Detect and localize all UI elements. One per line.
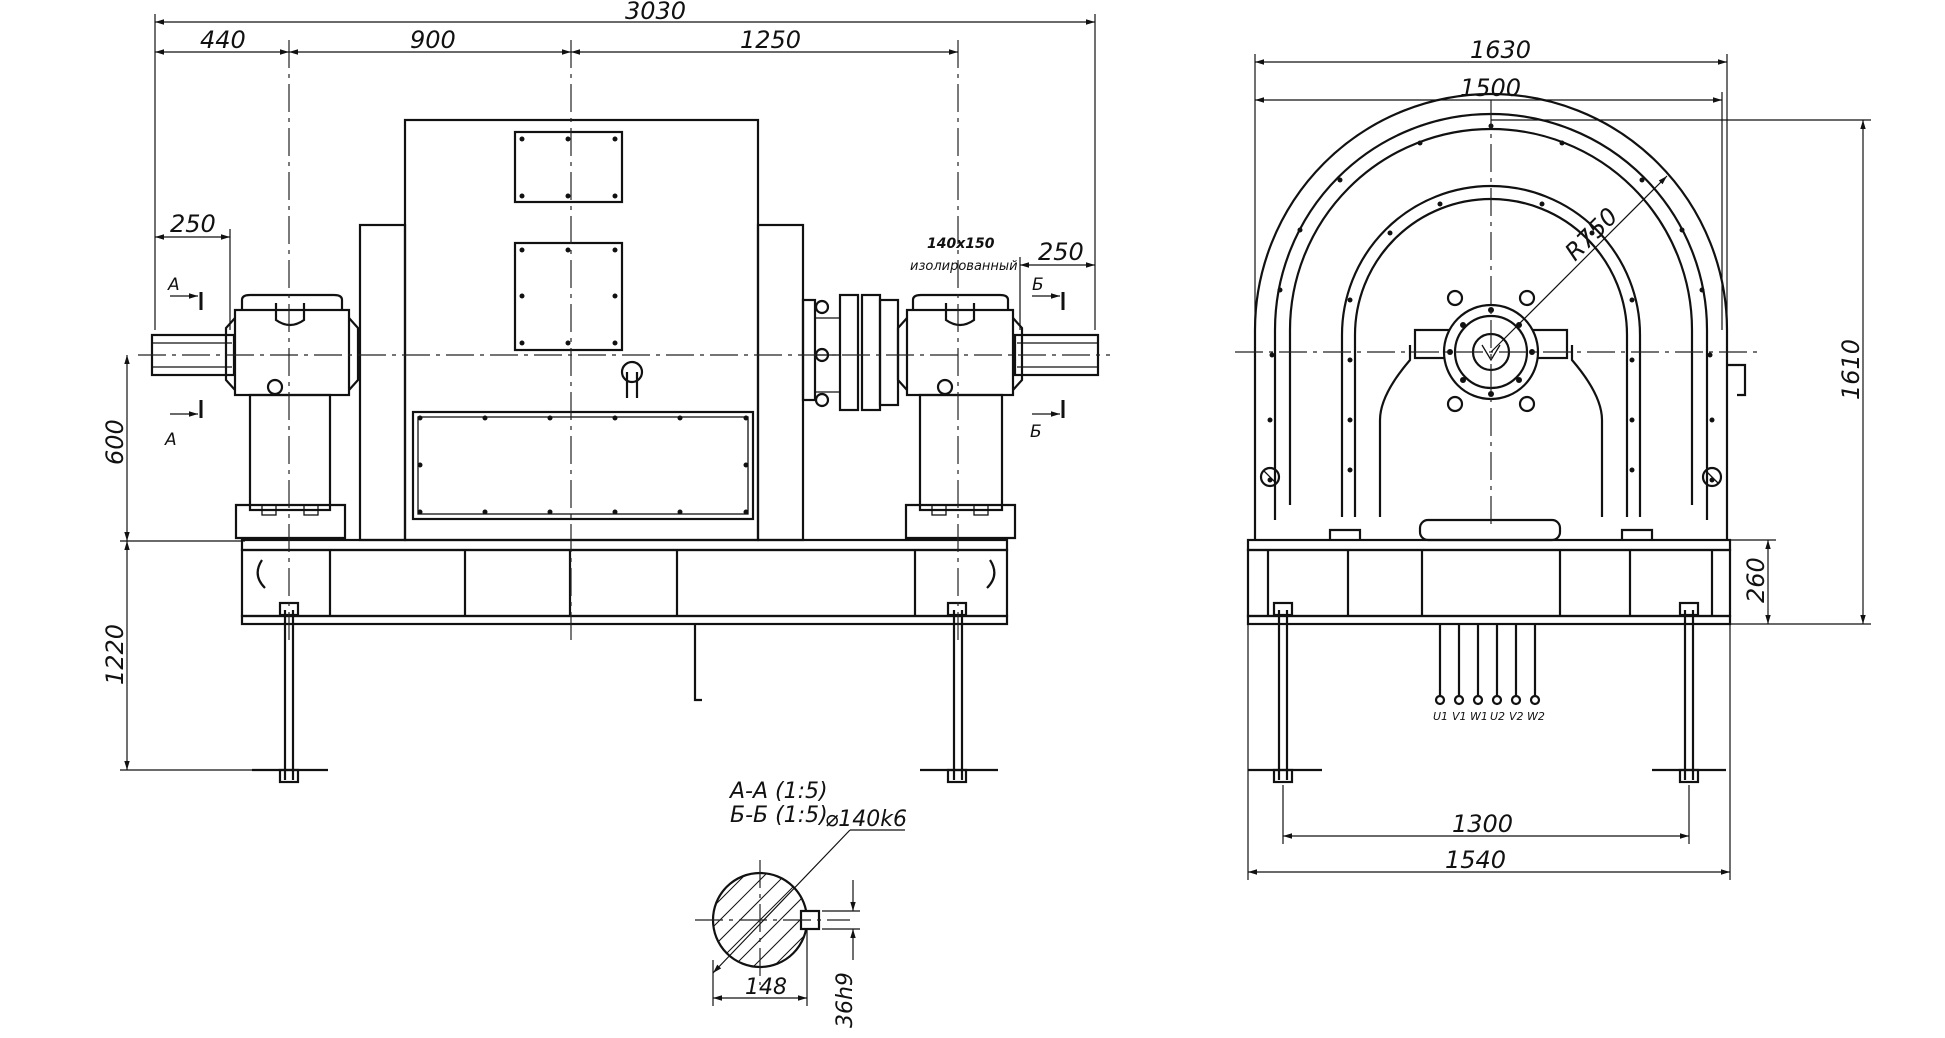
dim-600: 600 [101, 419, 129, 465]
dim-1220: 1220 [101, 624, 129, 685]
middle-cover-plate [513, 241, 624, 352]
shaft-coupling [801, 293, 900, 412]
terminal-v1: V1 [1452, 710, 1467, 723]
dim-overall-length: 3030 [625, 0, 686, 25]
dim-1500: 1500 [1460, 74, 1521, 102]
dim-1300: 1300 [1452, 810, 1513, 838]
terminal-leads: U1 V1 W1 U2 V2 W2 [1433, 624, 1545, 723]
right-housing-wing [756, 223, 805, 542]
terminal-v2: V2 [1509, 710, 1524, 723]
dim-1540: 1540 [1445, 846, 1506, 874]
section-view: А-А (1:5) Б-Б (1:5) ⌀140k6 148 36h9 [695, 779, 907, 1028]
inner-arch [1340, 184, 1642, 517]
side-base-frame [1246, 528, 1732, 626]
terminal-u1: U1 [1433, 710, 1448, 723]
dim-250-right: 250 [1038, 238, 1084, 266]
dim-1630: 1630 [1470, 36, 1531, 64]
dim-key-width: 36h9 [833, 972, 858, 1028]
left-bearing-pedestal [224, 293, 360, 540]
dim-1250: 1250 [740, 26, 801, 54]
outer-housing [1253, 92, 1729, 540]
note-terminal-size: 140х150 [927, 236, 995, 252]
terminal-box-bottom [1418, 518, 1562, 542]
terminal-u2: U2 [1490, 710, 1505, 723]
section-mark-a-bottom: А [164, 430, 177, 450]
note-insulated: изолированный [910, 259, 1018, 274]
base-frame [240, 538, 1009, 626]
dim-key-depth: 148 [745, 975, 787, 1000]
section-mark-b-top: Б [1032, 275, 1044, 295]
right-bearing-pedestal [896, 293, 1024, 540]
terminal-w2: W2 [1527, 710, 1545, 723]
housing-bolts [1267, 123, 1715, 483]
plate-bolts [417, 136, 749, 515]
dim-260: 260 [1742, 557, 1770, 603]
dim-440: 440 [200, 26, 246, 54]
terminal-w1: W1 [1470, 710, 1488, 723]
dim-shaft-diameter: ⌀140k6 [825, 807, 907, 832]
dim-250-left: 250 [170, 210, 216, 238]
section-title-a: А-А (1:5) [728, 779, 828, 804]
section-title-b: Б-Б (1:5) [730, 803, 828, 828]
lifting-lugs [1259, 363, 1747, 488]
foundation-bolts [252, 601, 998, 784]
dim-900: 900 [410, 26, 456, 54]
terminal-knob [620, 360, 644, 398]
side-foundation-bolts [1248, 601, 1726, 784]
section-mark-b-bottom: Б [1030, 422, 1042, 442]
dim-1610: 1610 [1837, 339, 1865, 400]
bearing-hub [1413, 289, 1569, 413]
left-housing-wing [358, 223, 407, 542]
top-cover-plate [513, 130, 624, 204]
dim-radius: R750 [1559, 202, 1623, 266]
stator-housing [403, 118, 760, 542]
bottom-cover-plate [411, 410, 755, 521]
side-view: U1 V1 W1 U2 V2 W2 R750 1630 1500 1610 26… [1235, 36, 1871, 880]
section-mark-a-top: А [167, 275, 180, 295]
front-view: 3030 440 900 1250 250 250 600 1220 А А Б… [101, 0, 1110, 784]
